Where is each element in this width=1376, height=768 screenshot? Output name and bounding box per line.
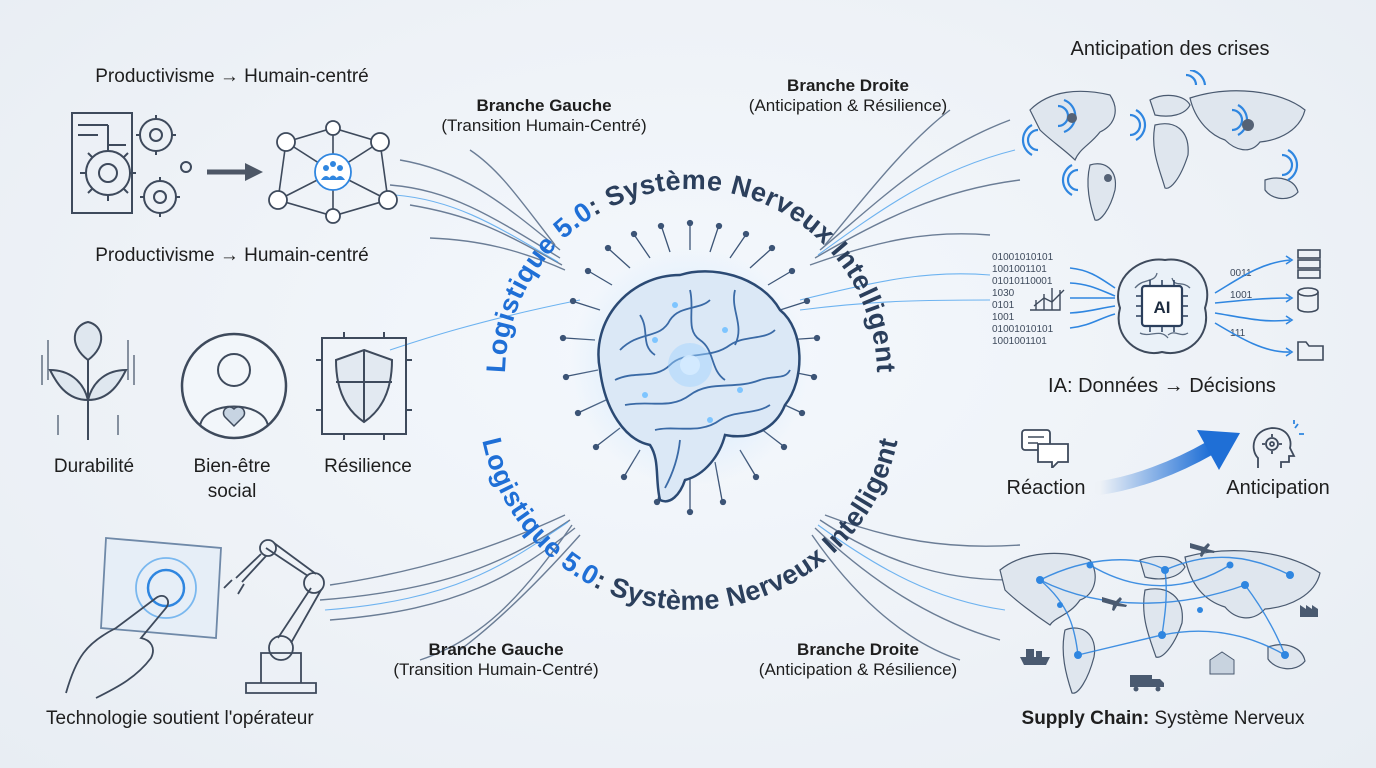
left-top-caption: Productivisme → Humain-centré [95,66,369,87]
leaf-plant-icon [41,320,135,440]
pillar-label-social: social [207,481,257,502]
person-heart-icon [180,332,288,440]
branch-left-top-title: Branche Gauche [476,96,612,115]
pillar-label-durabilite: Durabilité [53,456,135,477]
title-arc-top: Logistique 5.0: Système Nerveux Intellig… [481,165,901,374]
right-bottom-caption-bold: Supply Chain: [1021,708,1150,729]
right-top-caption: Anticipation des crises [1070,38,1270,60]
right-arrow-icon [207,163,263,181]
head-gear-icon [1252,420,1304,468]
robot-arm-hand-icon [65,537,325,699]
forward-arrow-icon [1095,430,1240,495]
branch-right-bottom-subtitle: (Anticipation & Résilience) [758,660,958,679]
branch-left-top: Branche Gauche (Transition Humain-Centré… [441,96,646,136]
left-bottom-caption: Technologie soutient l'opérateur [46,708,314,729]
branch-right-bottom-title: Branche Droite [797,640,919,659]
shield-icon [316,332,412,440]
pillar-label-bien-etre: Bien-être [193,456,271,477]
binary-row: 0101 [992,300,1015,311]
branch-right-top-subtitle: (Anticipation & Résilience) [748,96,948,115]
right-bottom-caption-rest: Système Nerveux [1149,708,1305,729]
left-mid-caption: Productivisme → Humain-centré [95,245,369,266]
binary-row: 1001001101 [992,264,1047,275]
branch-left-top-subtitle: (Transition Humain-Centré) [441,116,647,135]
branch-left-bottom-subtitle: (Transition Humain-Centré) [393,660,599,679]
output-binary: 0011 [1230,268,1252,279]
world-map-signal-icon [1021,70,1306,221]
branch-right-top-title: Branche Droite [787,76,909,95]
supply-chain-map-icon [999,543,1321,694]
branch-right-bottom: Branche Droite (Anticipation & Résilienc… [759,640,957,680]
chat-bubble-icon [1021,429,1069,468]
binary-row: 1001001101 [992,336,1047,347]
title-arc-bottom: Logistique 5.0: Système Nerveux Intellig… [476,435,903,616]
pillar-label-resilience: Résilience [324,456,412,477]
ai-caption: IA: Données → Décisions [1048,375,1276,397]
brain-icon [570,245,810,503]
people-network-icon [268,120,398,224]
binary-row: 01001010101 [992,324,1054,335]
gears-icon [71,112,192,217]
anticipation-label: Anticipation [1226,477,1330,499]
branch-left-bottom-title: Branche Gauche [428,640,564,659]
output-binary: 1001 [1230,290,1253,301]
ai-chip-label: AI [1154,298,1171,317]
binary-row: 01010110001 [992,276,1053,287]
binary-row: 01001010101 [992,252,1054,263]
binary-row: 1030 [992,288,1015,299]
right-bottom-caption: Supply Chain: Système Nerveux [1022,708,1305,730]
binary-row: 1001 [992,312,1015,323]
reaction-label: Réaction [1006,477,1086,499]
branch-left-bottom: Branche Gauche (Transition Humain-Centré… [393,640,598,680]
ai-chip-brain-icon: 01001010101 1001001101 01010110001 1030 … [992,249,1324,361]
branch-right-top: Branche Droite (Anticipation & Résilienc… [749,76,947,116]
output-binary: 111 [1230,328,1246,339]
